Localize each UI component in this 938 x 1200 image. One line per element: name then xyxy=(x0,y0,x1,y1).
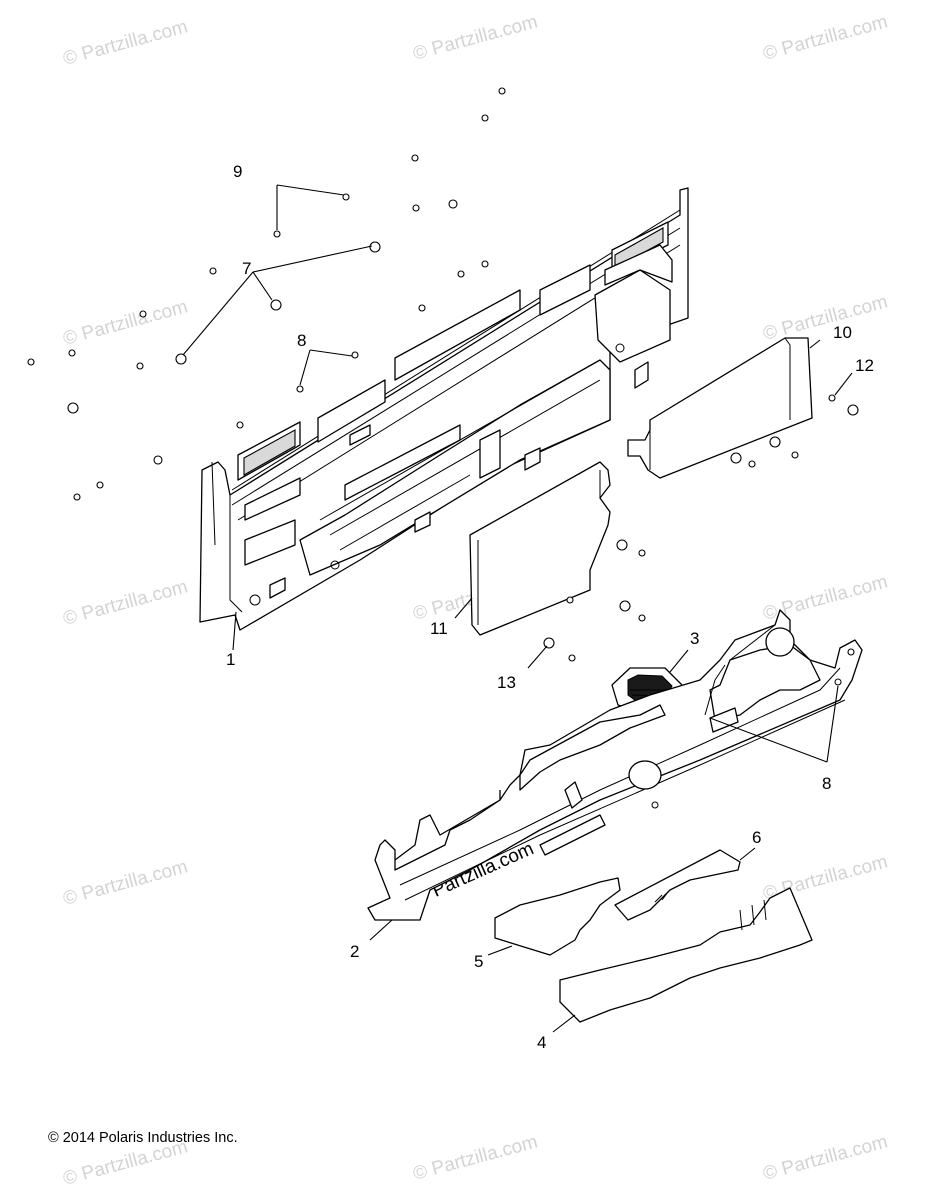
mount-hole xyxy=(330,560,340,570)
leader-lines xyxy=(182,184,853,1033)
washer-icon xyxy=(619,600,631,612)
watermark: © Partzilla.com xyxy=(411,1131,540,1184)
watermark: © Partzilla.com xyxy=(61,296,190,349)
watermark: © Partzilla.com xyxy=(61,576,190,629)
washer-icon xyxy=(769,436,781,448)
fastener-group xyxy=(27,87,859,662)
screw-icon xyxy=(568,654,576,662)
callout-11: 11 xyxy=(430,619,448,638)
callout-2: 2 xyxy=(350,942,359,961)
screw-icon xyxy=(847,648,855,656)
callout-9: 9 xyxy=(233,162,242,181)
screw-icon xyxy=(498,87,506,95)
part-1-rear-panel xyxy=(199,187,689,631)
rivet-icon xyxy=(67,402,79,414)
callout-4: 4 xyxy=(537,1033,546,1052)
screw-icon xyxy=(68,349,76,357)
rivet-icon xyxy=(175,353,187,365)
callout-6: 6 xyxy=(752,828,761,847)
part-4-pad xyxy=(559,887,813,1023)
callout-8-upper: 8 xyxy=(297,331,306,350)
screw-icon xyxy=(351,351,359,359)
screw-icon xyxy=(273,230,281,238)
screw-icon xyxy=(73,493,81,501)
screw-icon xyxy=(209,267,217,275)
callout-13: 13 xyxy=(497,673,516,692)
watermark: © Partzilla.com xyxy=(761,291,890,344)
washer-icon xyxy=(543,637,555,649)
callout-5: 5 xyxy=(474,952,483,971)
screw-icon xyxy=(411,154,419,162)
part-2-floor-tray xyxy=(367,609,863,921)
watermark: © Partzilla.com xyxy=(411,11,540,64)
screw-icon xyxy=(342,193,350,201)
mount-hole xyxy=(249,594,261,606)
rivet-icon xyxy=(153,455,163,465)
callout-3: 3 xyxy=(690,629,699,648)
washer-icon xyxy=(847,404,859,416)
rivet-icon xyxy=(448,199,458,209)
cutout-hole xyxy=(765,627,795,657)
rivet-icon xyxy=(369,241,381,253)
screw-icon xyxy=(566,596,574,604)
screw-icon xyxy=(481,114,489,122)
part-10-side-panel xyxy=(627,337,813,479)
screw-icon xyxy=(791,451,799,459)
callout-12: 12 xyxy=(855,356,874,375)
screw-icon xyxy=(139,310,147,318)
screw-icon xyxy=(412,204,420,212)
mount-hole xyxy=(615,343,625,353)
callout-labels: 9 7 8 1 10 12 11 13 3 8 6 2 5 4 xyxy=(226,162,874,1052)
screw-icon xyxy=(96,481,104,489)
part-11-center-panel xyxy=(469,461,611,636)
watermark: © Partzilla.com xyxy=(761,1131,890,1184)
watermark: © Partzilla.com xyxy=(61,16,190,69)
washer-icon xyxy=(616,539,628,551)
copyright-notice: © 2014 Polaris Industries Inc. xyxy=(48,1130,238,1146)
screw-icon xyxy=(828,394,836,402)
washer-icon xyxy=(730,452,742,464)
screw-icon xyxy=(748,460,756,468)
screw-icon xyxy=(481,260,489,268)
screw-icon xyxy=(638,614,646,622)
mount-hole xyxy=(651,801,659,809)
part-6-pad xyxy=(614,849,741,921)
mount-hole xyxy=(834,678,842,686)
screw-icon xyxy=(638,549,646,557)
screw-icon xyxy=(236,421,244,429)
screw-icon xyxy=(27,358,35,366)
screw-icon xyxy=(457,270,465,278)
screw-icon xyxy=(296,385,304,393)
watermark: © Partzilla.com xyxy=(61,856,190,909)
part-5-pad xyxy=(494,877,621,956)
screw-icon xyxy=(136,362,144,370)
callout-10: 10 xyxy=(833,323,852,342)
watermark: © Partzilla.com xyxy=(761,11,890,64)
callout-8-lower: 8 xyxy=(822,774,831,793)
rivet-icon xyxy=(270,299,282,311)
cutout-hole xyxy=(628,760,662,790)
callout-1: 1 xyxy=(226,650,235,669)
callout-7: 7 xyxy=(242,259,251,278)
screw-icon xyxy=(418,304,426,312)
